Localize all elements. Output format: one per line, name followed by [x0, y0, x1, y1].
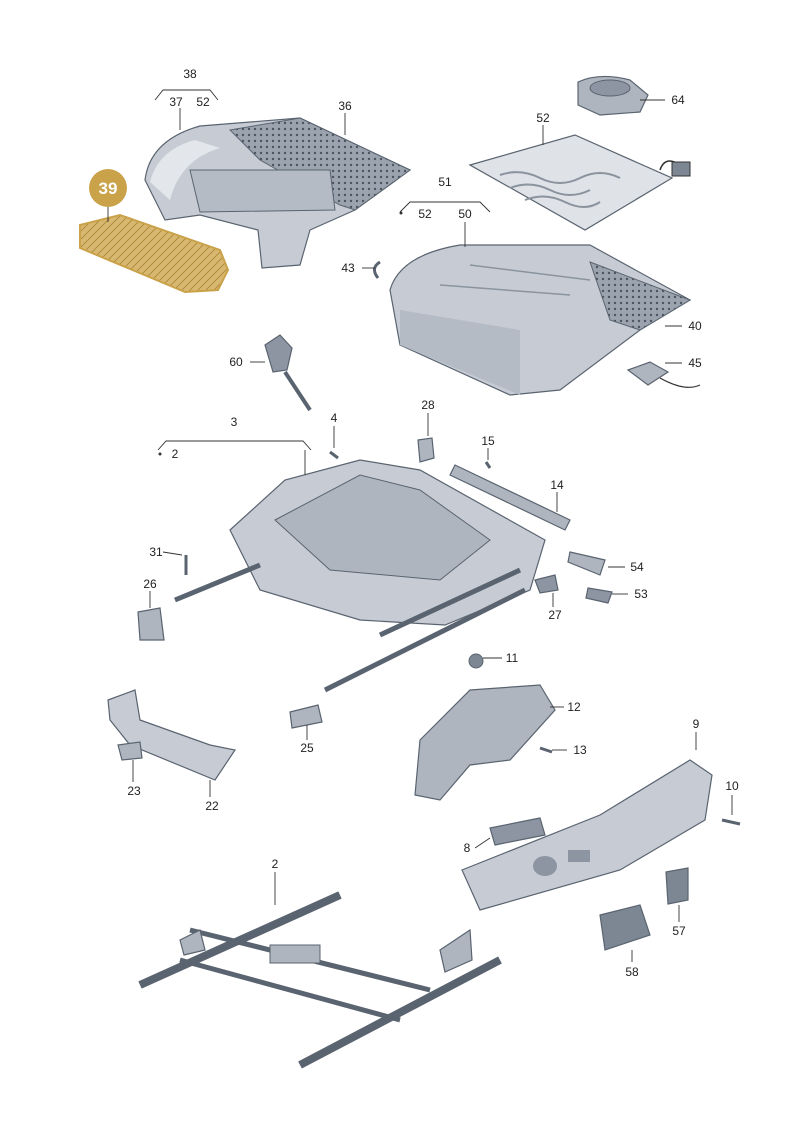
label-8: 8 — [464, 841, 471, 855]
label-52: 52 — [536, 111, 550, 125]
bolt-part-4[interactable] — [329, 450, 339, 460]
label-45: 45 — [688, 356, 702, 370]
label-12: 12 — [567, 700, 581, 714]
part-labels: 38 37 52 36 64 52 51 52 50 43 40 60 45 3… — [127, 67, 739, 979]
buckle-part-60[interactable] — [264, 334, 312, 412]
label-27: 27 — [548, 608, 562, 622]
label-37: 37 — [169, 95, 183, 109]
switch-part-57[interactable] — [665, 867, 689, 905]
label-64: 64 — [671, 93, 685, 107]
bolt-part-15[interactable] — [484, 461, 492, 469]
seat-frame-part-3[interactable] — [174, 459, 546, 693]
grommet-part-11[interactable] — [468, 653, 484, 669]
leader-lines — [107, 89, 733, 962]
label-51: 51 — [438, 175, 452, 189]
label-14: 14 — [550, 478, 564, 492]
sensor-part-45[interactable] — [626, 361, 701, 388]
label-28: 28 — [421, 398, 435, 412]
label-40: 40 — [688, 319, 702, 333]
foam-pad-part-39[interactable] — [79, 213, 230, 294]
seat-rail-part-2[interactable] — [138, 891, 502, 1069]
label-54: 54 — [630, 560, 644, 574]
label-36: 36 — [338, 99, 352, 113]
label-11: 11 — [506, 651, 519, 665]
label-25: 25 — [300, 741, 314, 755]
clip-part-43[interactable] — [373, 260, 381, 279]
seat-cushion-part-36[interactable] — [144, 117, 412, 269]
label-23: 23 — [127, 784, 141, 798]
label-52: 52 — [418, 207, 432, 221]
clip-part-23[interactable] — [117, 741, 143, 761]
rail-part-14[interactable] — [449, 464, 571, 531]
motor-part-64[interactable] — [577, 75, 649, 116]
switch-part-58[interactable] — [599, 904, 651, 951]
cap-part-27[interactable] — [534, 574, 559, 594]
highlight-badge-39[interactable]: 39 — [89, 169, 127, 207]
label-52: 52 — [196, 95, 210, 109]
label-60: 60 — [229, 355, 243, 369]
label-15: 15 — [481, 434, 495, 448]
label-10: 10 — [725, 779, 739, 793]
side-trim-part-9[interactable] — [461, 759, 713, 911]
label-dots — [158, 211, 403, 456]
switch-part-8[interactable] — [489, 817, 546, 846]
label-50: 50 — [458, 207, 472, 221]
bracket-part-26[interactable] — [137, 607, 165, 641]
heating-mat-part-52[interactable] — [468, 134, 691, 231]
side-bracket-part-12[interactable] — [414, 684, 556, 801]
screw-part-13[interactable] — [539, 746, 553, 754]
label-53: 53 — [634, 587, 648, 601]
label-9: 9 — [693, 717, 700, 731]
seat-cushion-part-50[interactable] — [389, 244, 692, 396]
highlight-badge-label: 39 — [99, 179, 118, 198]
label-3: 3 — [231, 415, 238, 429]
label-2: 2 — [272, 857, 279, 871]
label-2: 2 — [172, 447, 179, 461]
label-26: 26 — [143, 577, 157, 591]
bracket-part-25[interactable] — [289, 704, 323, 729]
trim-part-22[interactable] — [107, 689, 236, 781]
label-13: 13 — [573, 743, 587, 757]
bracket-part-54[interactable] — [567, 551, 606, 576]
pin-part-10[interactable] — [721, 818, 741, 826]
plug-part-53[interactable] — [585, 587, 613, 604]
label-38: 38 — [183, 67, 197, 81]
bracket-part-28[interactable] — [417, 437, 435, 463]
label-43: 43 — [341, 261, 355, 275]
label-22: 22 — [205, 799, 219, 813]
label-57: 57 — [672, 924, 686, 938]
label-58: 58 — [625, 965, 639, 979]
label-31: 31 — [149, 545, 163, 559]
label-4: 4 — [331, 411, 338, 425]
